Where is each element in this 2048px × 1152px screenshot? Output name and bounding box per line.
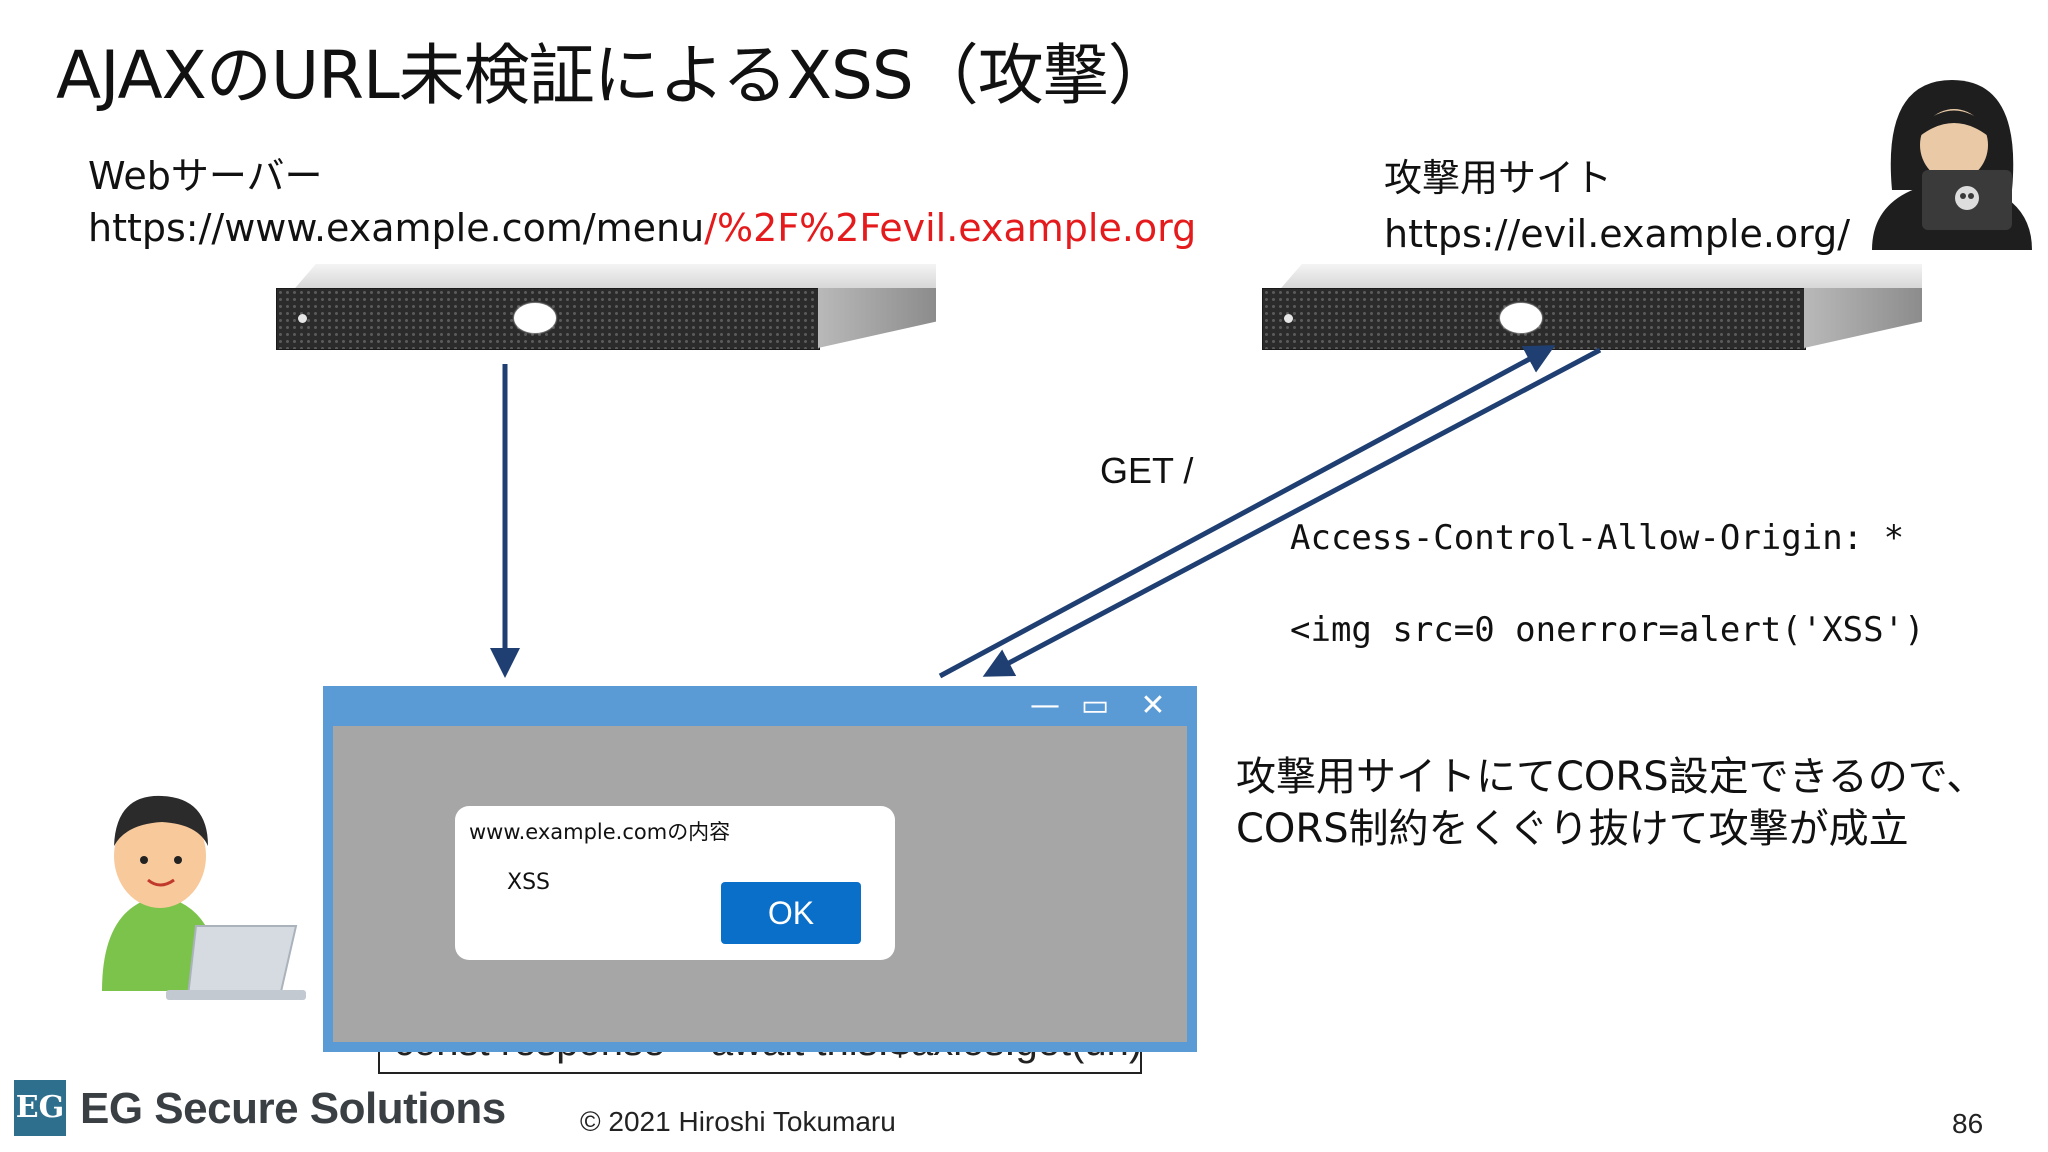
get-request-label: GET /: [1100, 450, 1194, 491]
skull-icon: [1955, 186, 1979, 210]
alert-title: www.example.comの内容: [469, 820, 731, 844]
arrow-get-request: [938, 345, 1556, 679]
alert-ok-button[interactable]: OK: [721, 882, 861, 944]
web-server-url-injected: /%2F%2Fevil.example.org: [704, 206, 1197, 250]
laptop-icon: [166, 925, 306, 1000]
web-server-url: https://www.example.com/menu/%2F%2Fevil.…: [88, 202, 1196, 254]
note-line-1: 攻撃用サイトにてCORS設定できるので、: [1236, 754, 1987, 800]
web-server-icon: [276, 264, 936, 352]
attack-site-url: https://evil.example.org/: [1384, 212, 1851, 256]
response-body: <img src=0 onerror=alert('XSS'): [1290, 610, 1925, 650]
close-icon[interactable]: ✕: [1140, 688, 1166, 723]
alert-dialog: www.example.comの内容 XSS OK: [455, 806, 895, 960]
response-header: Access-Control-Allow-Origin: *: [1290, 518, 1905, 558]
page-number: 86: [1952, 1108, 1984, 1139]
logo-mark: EG: [14, 1080, 66, 1136]
slide-title: AJAXのURL未検証によるXSS（攻撃）: [56, 37, 1174, 114]
copyright: © 2021 Hiroshi Tokumaru: [580, 1106, 896, 1137]
note-line-2: CORS制約をくぐり抜けて攻撃が成立: [1236, 806, 1909, 852]
web-server-url-prefix: https://www.example.com/menu: [88, 206, 705, 250]
attack-server-icon: [1262, 264, 1922, 352]
minimize-icon[interactable]: —: [1030, 688, 1060, 723]
browser-titlebar: — ▭ ✕: [323, 686, 1197, 726]
maximize-icon[interactable]: ▭: [1080, 688, 1110, 723]
web-server-label: Webサーバー: [88, 154, 323, 198]
alert-message: XSS: [507, 870, 551, 895]
hacker-icon: [1872, 80, 2032, 250]
logo-text: EG Secure Solutions: [80, 1084, 506, 1133]
arrow-response: [982, 347, 1602, 677]
user-icon: [102, 795, 306, 1000]
attack-site-label: 攻撃用サイト: [1384, 156, 1613, 200]
